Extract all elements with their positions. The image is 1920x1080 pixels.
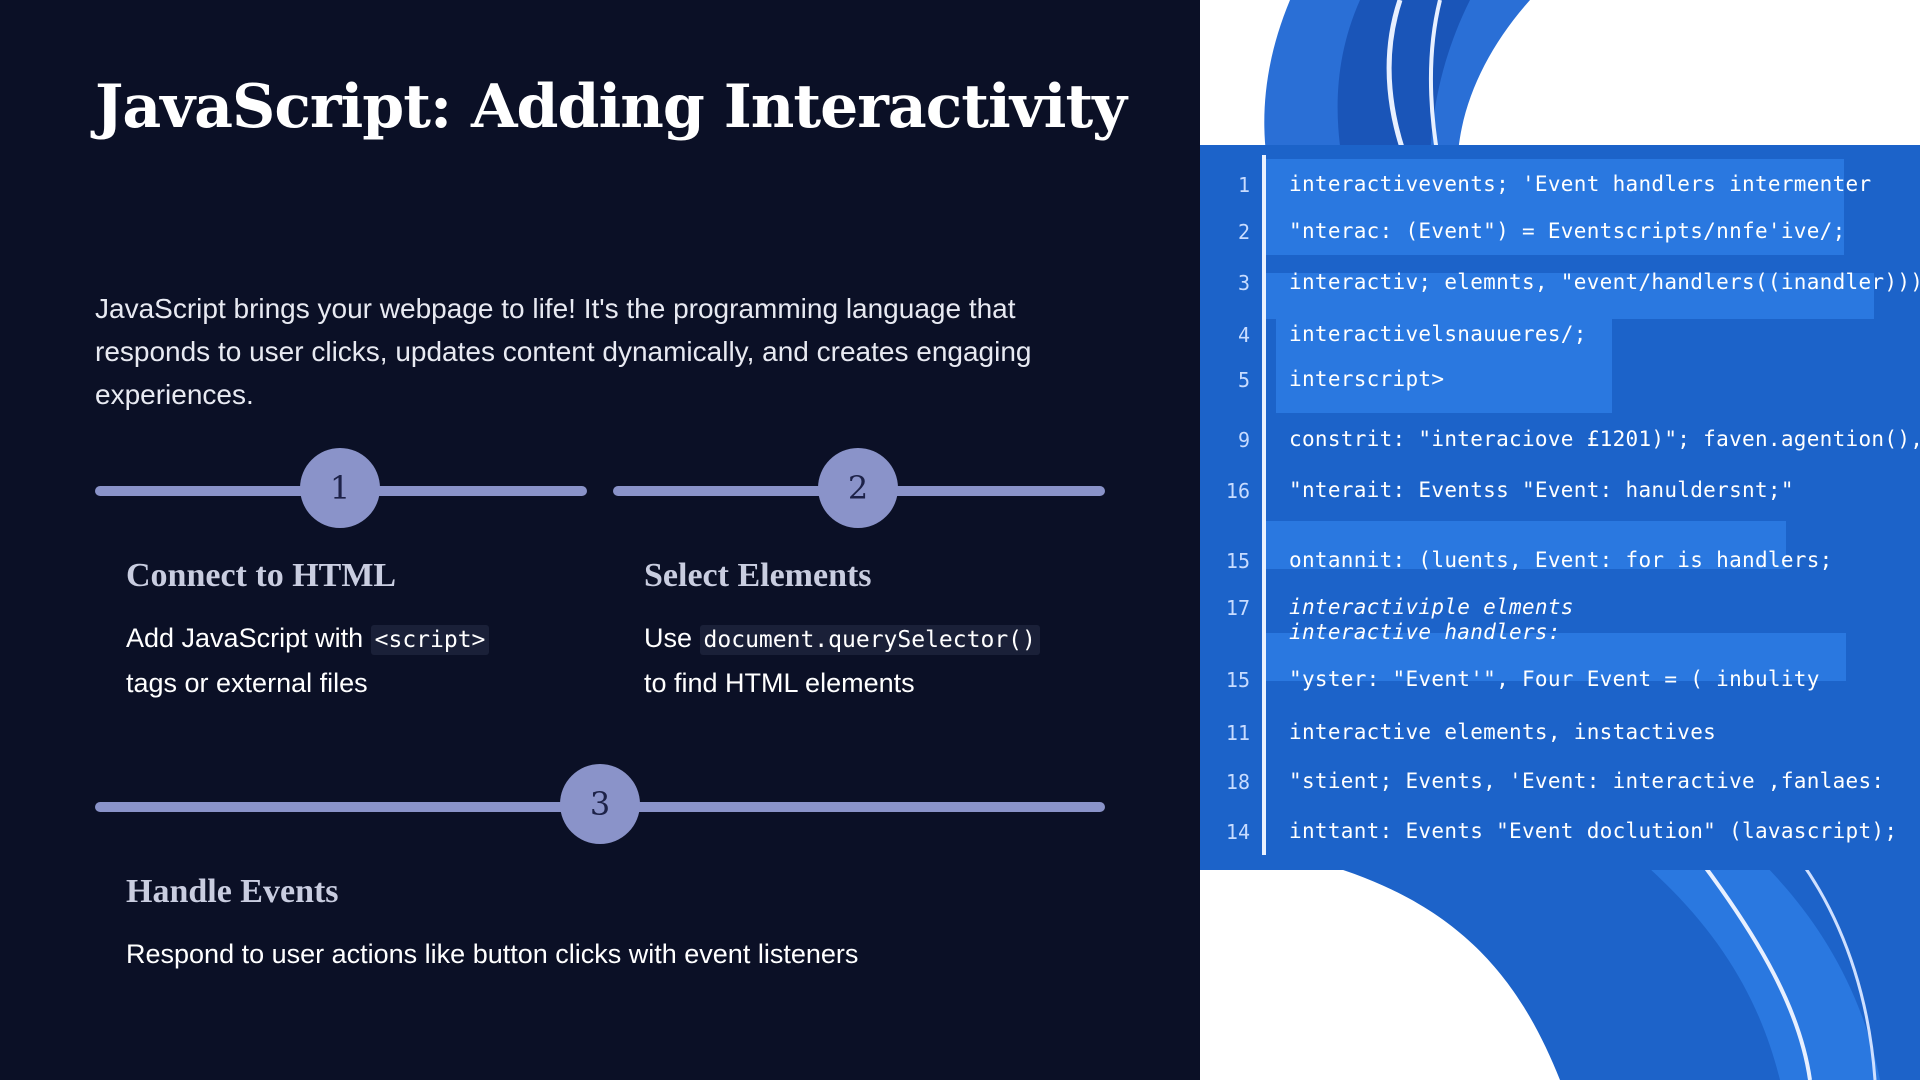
intro-paragraph: JavaScript brings your webpage to life! … <box>95 293 1032 410</box>
line-number: 17 <box>1225 596 1250 620</box>
code-highlight-block <box>1266 521 1786 569</box>
code-highlight-block <box>1276 317 1612 413</box>
code-text: ontannit: (luents, Event: for is handler… <box>1289 548 1833 572</box>
code-line: 5 interscript> <box>1200 360 1920 404</box>
code-line: 16 "nterait: Eventss "Event: hanuldersnt;… <box>1200 471 1920 515</box>
code-line: interactive handlers: <box>1200 613 1920 657</box>
code-text: inttant: Events "Event doclution" (lavas… <box>1289 819 1898 843</box>
code-line: 17 interactiviple elments <box>1200 588 1920 632</box>
code-text: interactive elements, instactives <box>1289 720 1717 744</box>
code-text: interactiv; elemnts, "event/handlers((in… <box>1289 270 1920 294</box>
line-number: 18 <box>1225 770 1250 794</box>
line-number: 15 <box>1225 549 1250 573</box>
step-2-number-badge: 2 <box>818 448 898 528</box>
code-text: constrit: "interaciove £1201)"; faven.ag… <box>1289 427 1920 451</box>
code-line: 1 interactivevents; 'Event handlers inter… <box>1200 165 1920 209</box>
code-line: 15 ontannit: (luents, Event: for is handl… <box>1200 541 1920 585</box>
code-illustration: 1 interactivevents; 'Event handlers inter… <box>1200 0 1920 1080</box>
code-line: 18 "stient; Events, 'Event: interactive ,… <box>1200 762 1920 806</box>
line-number: 11 <box>1225 721 1250 745</box>
code-editor-panel: 1 interactivevents; 'Event handlers inter… <box>1200 145 1920 870</box>
step-1-number-badge: 1 <box>300 448 380 528</box>
code-line: 11 interactive elements, instactives <box>1200 713 1920 757</box>
code-text: "nterait: Eventss "Event: hanuldersnt;" <box>1289 478 1794 502</box>
line-number: 15 <box>1225 668 1250 692</box>
step-2-desc-text-end: to find HTML elements <box>644 668 915 698</box>
code-line: 9 constrit: "interaciove £1201)"; faven.a… <box>1200 420 1920 464</box>
code-text: interactive handlers: <box>1289 620 1561 644</box>
line-number: 5 <box>1237 368 1250 392</box>
gutter-divider <box>1262 155 1266 855</box>
code-text: "nterac: (Event") = Eventscripts/nnfe'iv… <box>1289 219 1846 243</box>
code-line: 2 "nterac: (Event") = Eventscripts/nnfe'i… <box>1200 212 1920 256</box>
line-number: 16 <box>1225 479 1250 503</box>
line-number: 9 <box>1237 428 1250 452</box>
step-1-description: Add JavaScript with <script>tags or exte… <box>126 617 546 705</box>
code-line: 3 interactiv; elemnts, "event/handlers((i… <box>1200 263 1920 307</box>
code-highlight-block <box>1266 633 1846 681</box>
line-number: 4 <box>1237 323 1250 347</box>
code-text: interactiviple elments <box>1289 595 1574 619</box>
code-text: "stient; Events, 'Event: interactive ,fa… <box>1289 769 1885 793</box>
script-tag-code: <script> <box>370 625 490 655</box>
code-text: interactivevents; 'Event handlers interm… <box>1289 172 1872 196</box>
code-line: 14 inttant: Events "Event doclution" (lav… <box>1200 812 1920 856</box>
code-highlight-block <box>1266 159 1844 255</box>
line-number: 2 <box>1237 220 1250 244</box>
query-selector-code: document.querySelector() <box>699 625 1040 655</box>
content-panel: JavaScript: Adding Interactivity JavaScr… <box>95 72 1128 969</box>
step-1-desc-text: Add JavaScript with <box>126 623 364 653</box>
step-2-desc-text: Use <box>644 623 693 653</box>
code-line: 15 "yster: "Event'", Four Event = ( inbul… <box>1200 660 1920 704</box>
step-2-description: Use document.querySelector() to find HTML… <box>644 617 1114 705</box>
step-3-description: Respond to user actions like button clic… <box>126 939 859 969</box>
code-line: 4 interactivelsnauueres/; <box>1200 315 1920 359</box>
line-number: 14 <box>1225 820 1250 844</box>
code-text: interscript> <box>1289 367 1445 391</box>
step-1-title: Connect to HTML <box>126 557 397 594</box>
line-number: 1 <box>1237 173 1250 197</box>
step-2-title: Select Elements <box>644 557 872 594</box>
step-3-title: Handle Events <box>126 873 339 910</box>
slide-title: JavaScript: Adding Interactivity <box>95 72 1127 142</box>
step-1-desc-text-end: tags or external files <box>126 668 368 698</box>
code-highlight-block <box>1266 273 1874 319</box>
step-3-number-badge: 3 <box>560 764 640 844</box>
line-number: 3 <box>1237 271 1250 295</box>
code-text: "yster: "Event'", Four Event = ( inbulit… <box>1289 667 1820 691</box>
code-text: interactivelsnauueres/; <box>1289 322 1587 346</box>
